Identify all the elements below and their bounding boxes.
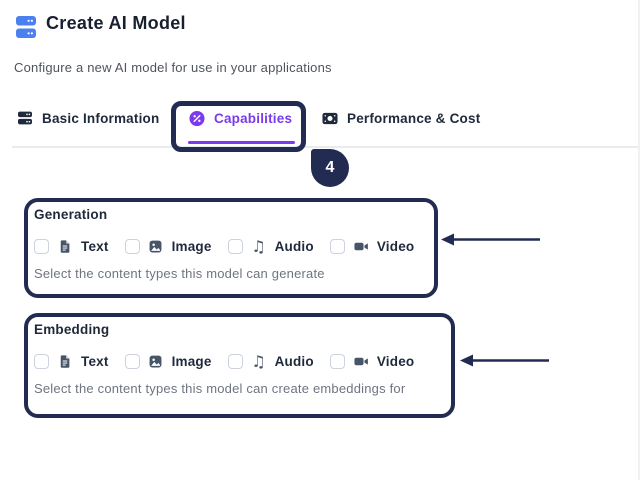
- tab-performance-cost[interactable]: Performance & Cost: [322, 110, 480, 126]
- option-text[interactable]: Text: [34, 238, 109, 254]
- option-label: Video: [376, 353, 415, 369]
- music-note-icon: ♫: [251, 236, 266, 256]
- image-checkbox[interactable]: [124, 353, 140, 369]
- embedding-section: Embedding Text: [24, 313, 455, 418]
- annotation-highlight-box: [171, 101, 306, 152]
- image-icon: [148, 238, 164, 254]
- option-audio[interactable]: ♫ Audio: [227, 236, 314, 256]
- section-helper: Select the content types this model can …: [34, 266, 325, 281]
- video-camera-icon: [353, 353, 369, 369]
- option-label: Audio: [274, 353, 314, 369]
- server-stack-icon: [16, 14, 36, 40]
- server-icon: [17, 110, 33, 126]
- option-text[interactable]: Text: [34, 353, 109, 369]
- tabs-divider: [12, 146, 640, 148]
- section-title: Generation: [34, 207, 108, 222]
- option-label: Text: [81, 353, 109, 369]
- option-label: Audio: [274, 238, 314, 254]
- option-audio[interactable]: ♫ Audio: [227, 351, 314, 371]
- generation-options-row: Text Image ♫ Audio: [34, 238, 424, 254]
- banknote-icon: [322, 110, 338, 126]
- tab-label: Capabilities: [214, 110, 293, 126]
- file-text-icon: [57, 353, 73, 369]
- video-checkbox[interactable]: [329, 238, 345, 254]
- video-checkbox[interactable]: [329, 353, 345, 369]
- active-tab-underline: [188, 141, 295, 144]
- tab-label: Basic Information: [42, 110, 160, 126]
- image-icon: [148, 353, 164, 369]
- option-label: Video: [376, 238, 415, 254]
- tab-basic-information[interactable]: Basic Information: [17, 110, 159, 126]
- annotation-arrow-generation: [440, 231, 542, 253]
- annotation-step-badge: 4: [311, 149, 349, 187]
- annotation-arrow-embedding: [459, 352, 551, 374]
- music-note-icon: ♫: [251, 351, 266, 371]
- option-label: Text: [81, 238, 109, 254]
- tab-label: Performance & Cost: [347, 110, 481, 126]
- text-checkbox[interactable]: [34, 353, 49, 369]
- option-image[interactable]: Image: [124, 238, 212, 254]
- option-label: Image: [171, 353, 212, 369]
- text-checkbox[interactable]: [34, 238, 49, 254]
- embedding-options-row: Text Image ♫ Audio: [34, 353, 441, 369]
- section-helper: Select the content types this model can …: [34, 381, 406, 396]
- option-video[interactable]: Video: [329, 238, 415, 254]
- audio-checkbox[interactable]: [227, 353, 243, 369]
- page-title: Create AI Model: [46, 13, 186, 33]
- option-video[interactable]: Video: [329, 353, 415, 369]
- option-label: Image: [171, 238, 212, 254]
- image-checkbox[interactable]: [124, 238, 140, 254]
- percent-circle-icon: [189, 110, 205, 126]
- audio-checkbox[interactable]: [227, 238, 243, 254]
- file-text-icon: [57, 238, 73, 254]
- section-title: Embedding: [34, 322, 110, 337]
- page-subtitle: Configure a new AI model for use in your…: [14, 60, 332, 75]
- right-edge-divider: [638, 0, 640, 480]
- video-camera-icon: [353, 238, 369, 254]
- generation-section: Generation Text: [24, 198, 438, 298]
- option-image[interactable]: Image: [124, 353, 212, 369]
- tab-capabilities[interactable]: Capabilities: [189, 110, 292, 126]
